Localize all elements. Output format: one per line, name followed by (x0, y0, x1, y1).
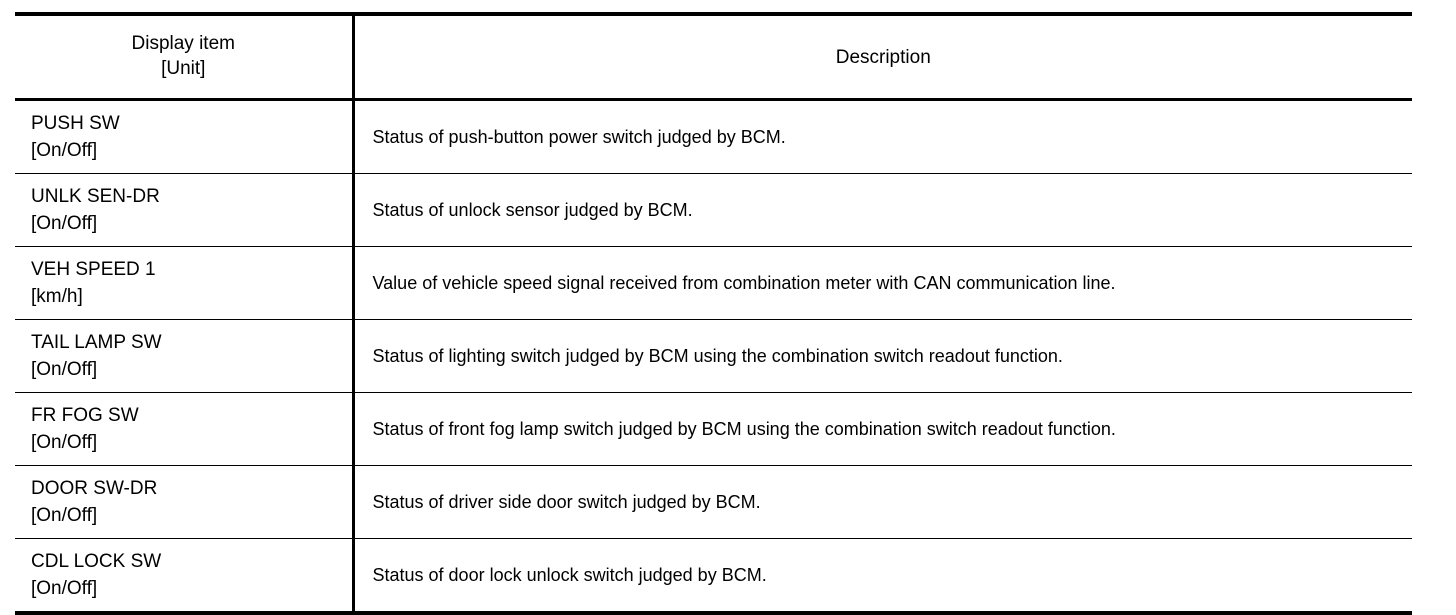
display-item-unit: [On/Off] (31, 140, 98, 161)
display-item-unit: [km/h] (31, 286, 83, 307)
cell-description: Status of push-button power switch judge… (372, 127, 786, 147)
cell-display-item: PUSH SW [On/Off] (15, 99, 355, 174)
display-item-name: UNLK SEN-DR (31, 186, 160, 207)
cell-display-item: UNLK SEN-DR [On/Off] (15, 173, 355, 247)
table-row: FR FOG SW [On/Off] Status of front fog lam… (15, 392, 1412, 466)
table-row: TAIL LAMP SW [On/Off] Status of lighting s… (15, 319, 1412, 393)
display-item-name: TAIL LAMP SW (31, 332, 162, 353)
table-body: PUSH SW [On/Off] Status of push-button pow… (15, 99, 1412, 613)
table-row: VEH SPEED 1 [km/h] Value of vehicle speed … (15, 246, 1412, 320)
table-row: UNLK SEN-DR [On/Off] Status of unlock sens… (15, 173, 1412, 247)
cell-description: Status of front fog lamp switch judged b… (353, 392, 1412, 466)
cell-description: Status of door lock unlock switch judged… (353, 538, 1412, 613)
display-item-name: FR FOG SW (31, 405, 139, 426)
display-item-unit: [On/Off] (31, 213, 98, 234)
table-row: PUSH SW [On/Off] Status of push-button pow… (15, 99, 1412, 174)
table-row: CDL LOCK SW [On/Off] Status of door lock u… (15, 538, 1412, 613)
table-header-row: Display item [Unit] Description (15, 14, 1412, 101)
cell-display-item: FR FOG SW [On/Off] (15, 392, 355, 466)
display-item-unit: [On/Off] (31, 578, 98, 599)
column-header-display-item: Display item [Unit] (15, 14, 355, 101)
column-header-display-item-line1: Display item (131, 33, 235, 54)
cell-description: Status of driver side door switch judged… (353, 465, 1412, 539)
display-item-name: DOOR SW-DR (31, 478, 158, 499)
cell-description: Status of lighting switch judged by BCM … (353, 319, 1412, 393)
display-item-unit: [On/Off] (31, 505, 98, 526)
display-item-unit: [On/Off] (31, 432, 98, 453)
cell-display-item: TAIL LAMP SW [On/Off] (15, 319, 355, 393)
document-page: Display item [Unit] Description PUSH SW [… (15, 12, 1412, 615)
display-item-name: PUSH SW (31, 113, 120, 134)
column-header-display-item-line2: [Unit] (161, 58, 206, 79)
cell-description: Value of vehicle speed signal received f… (353, 246, 1412, 320)
display-item-unit: [On/Off] (31, 359, 98, 380)
display-item-name: CDL LOCK SW (31, 551, 162, 572)
table-row: DOOR SW-DR [On/Off] Status of driver side … (15, 465, 1412, 539)
cell-display-item: VEH SPEED 1 [km/h] (15, 246, 355, 320)
table-header: Display item [Unit] Description (15, 14, 1412, 101)
cell-display-item: DOOR SW-DR [On/Off] (15, 465, 355, 539)
display-item-table-wrapper: Display item [Unit] Description PUSH SW [… (15, 12, 1412, 615)
column-header-description: Description (353, 14, 1412, 101)
display-item-description-table: Display item [Unit] Description PUSH SW [… (15, 12, 1412, 615)
cell-description: Status of unlock sensor judged by BCM. (353, 173, 1412, 247)
display-item-name: VEH SPEED 1 (31, 259, 156, 280)
cell-display-item: CDL LOCK SW [On/Off] (15, 538, 355, 613)
